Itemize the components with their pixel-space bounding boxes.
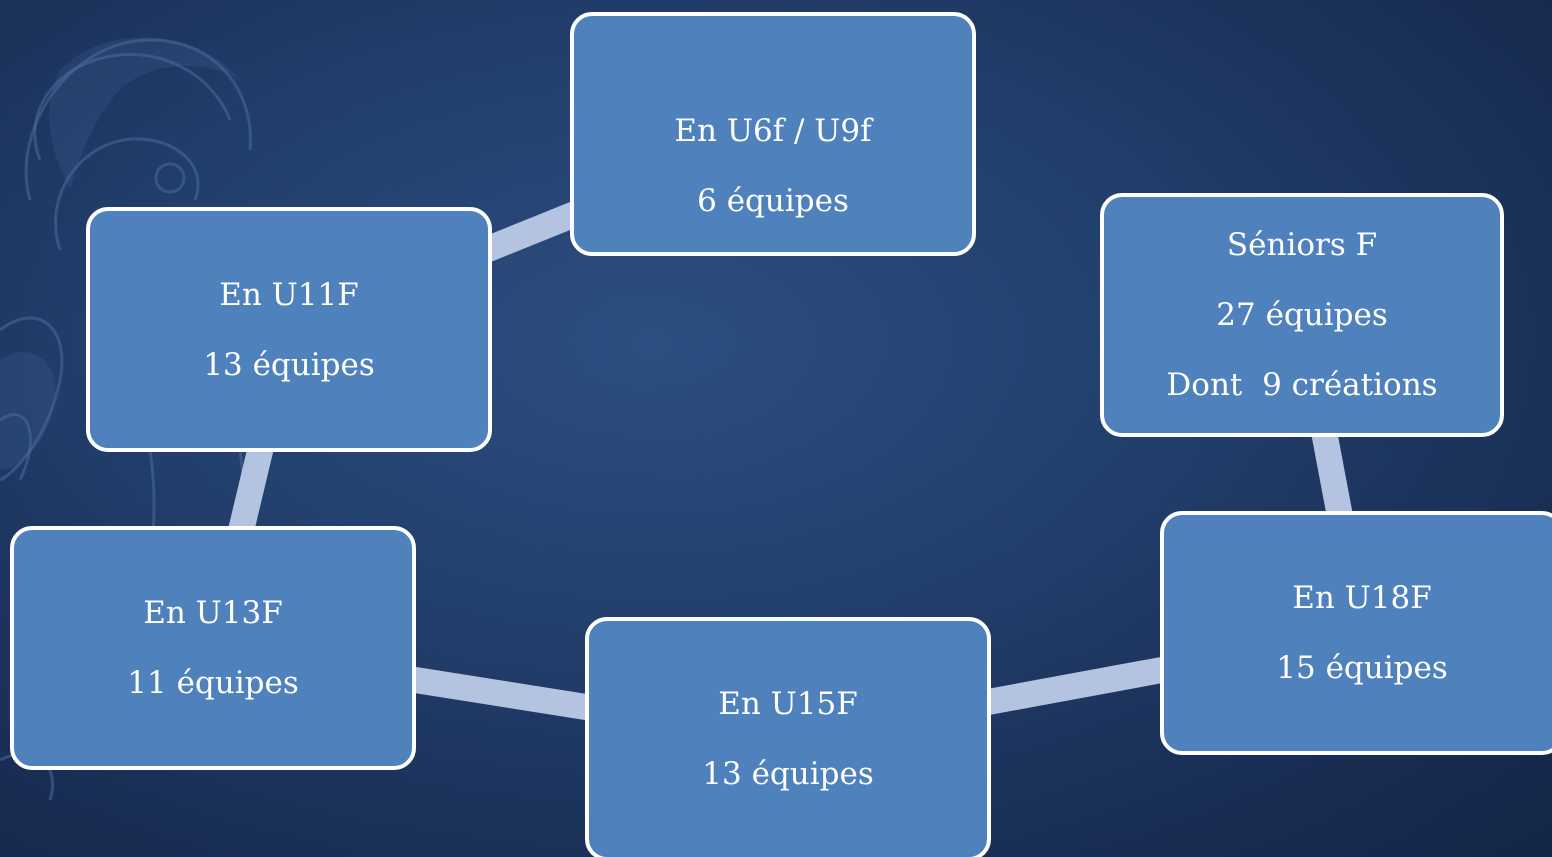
node-title: En U13F [143,595,283,631]
node-u15f: En U15F 13 équipes [585,617,991,857]
node-count: 13 équipes [203,346,375,383]
node-u13f: En U13F 11 équipes [10,526,416,770]
node-title: En U11F [219,276,359,313]
node-u6f-u9f: En U6f / U9f 6 équipes [570,12,976,256]
node-note: Dont 9 créations [1166,367,1438,403]
node-title: En U6f / U9f [674,113,872,149]
node-title: Séniors F [1226,227,1378,263]
node-count: 11 équipes [127,665,299,701]
node-u11f: En U11F 13 équipes [86,207,492,452]
node-title: En U18F [1292,580,1432,616]
node-seniors-f: Séniors F 27 équipes Dont 9 créations [1100,193,1504,437]
node-title: En U15F [718,686,858,722]
node-count: 15 équipes [1276,650,1448,686]
node-count: 6 équipes [697,183,849,219]
node-count: 13 équipes [702,756,874,792]
node-count: 27 équipes [1216,297,1388,333]
node-u18f: En U18F 15 équipes [1160,511,1552,755]
